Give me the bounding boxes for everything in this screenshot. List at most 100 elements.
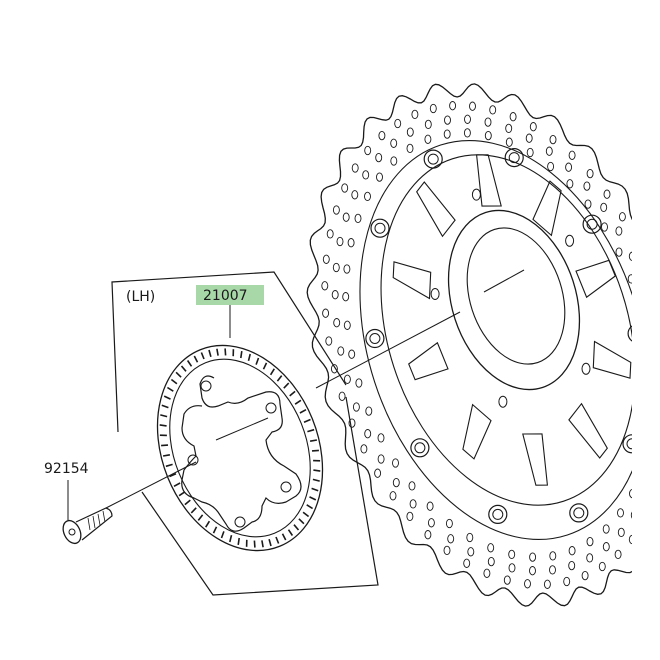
drill-hole [466, 532, 474, 543]
drill-hole [509, 112, 517, 122]
drill-hole [602, 524, 610, 534]
drill-hole [565, 162, 573, 172]
drill-hole [347, 238, 355, 248]
drill-hole [651, 389, 657, 397]
drill-hole [429, 103, 437, 114]
drill-hole [603, 189, 611, 199]
drill-hole [331, 290, 339, 300]
tone-ring-bolt-hole [187, 454, 199, 466]
tone-ring-slot [220, 531, 225, 539]
drill-hole [389, 491, 397, 501]
drill-hole [526, 147, 534, 158]
drill-hole [602, 542, 610, 552]
drill-hole [467, 547, 475, 557]
drill-hole [642, 518, 648, 526]
tone-ring-slot [255, 357, 260, 365]
drill-hole [549, 551, 557, 561]
carrier-spoke-cutout [475, 154, 502, 207]
carrier-spoke-cutout [416, 181, 456, 238]
drill-hole [642, 491, 648, 499]
disc-bobbin-center [374, 222, 386, 234]
drill-hole [406, 511, 414, 522]
drill-hole [337, 346, 345, 356]
drill-hole [343, 374, 351, 384]
drill-hole [341, 183, 349, 193]
brake-disc-drill-holes [321, 101, 657, 589]
brake-disc [306, 83, 657, 607]
carrier-boundary [380, 154, 632, 506]
drill-hole [615, 247, 623, 257]
drill-hole [566, 179, 574, 189]
drill-hole [343, 264, 351, 274]
drill-hole [639, 467, 645, 475]
drill-hole [351, 163, 359, 173]
drill-hole [615, 226, 623, 236]
tone-ring-slot [161, 404, 169, 409]
drill-hole [333, 318, 341, 328]
tone-ring-slot [173, 482, 181, 488]
brake-disc-outer-edge [306, 83, 632, 607]
drill-hole [411, 109, 419, 120]
drill-hole [629, 488, 632, 499]
tone-ring-slot [269, 368, 275, 376]
tone-ring-slot [298, 518, 305, 525]
drill-hole [355, 378, 363, 388]
drill-hole [463, 128, 471, 138]
tone-ring-bolt-hole [200, 380, 212, 392]
drill-hole [627, 274, 632, 284]
disc-bobbin [365, 328, 385, 349]
drill-hole [651, 469, 657, 477]
drill-hole [617, 508, 624, 518]
drill-hole [508, 563, 516, 573]
drill-hole [377, 454, 385, 464]
drill-hole [374, 468, 382, 478]
carrier-spoke-cutout [408, 341, 449, 381]
drill-hole [598, 561, 606, 572]
carrier-spoke-cutout [462, 403, 492, 460]
drill-hole [443, 129, 451, 139]
disc-bobbin [488, 504, 508, 525]
drill-hole [392, 477, 400, 488]
callout-frame: (LH) [111, 271, 379, 596]
drill-hole [641, 279, 647, 287]
tone-ring-slot [268, 538, 272, 547]
disc-bobbin [627, 325, 632, 342]
tone-ring-slot [261, 540, 264, 548]
hub-bolt-hole [430, 288, 440, 300]
drill-hole [394, 118, 402, 129]
drill-hole [330, 364, 338, 374]
drill-hole [583, 181, 591, 191]
drill-hole [524, 579, 531, 589]
bolt-shank [75, 507, 113, 541]
part-number-92154: 92154 [44, 461, 89, 477]
drill-hole [408, 481, 416, 491]
bolt-92154: 92154 [44, 461, 113, 545]
drill-hole [378, 130, 386, 141]
carrier-spoke-cutout [568, 402, 608, 459]
drill-hole [638, 303, 644, 311]
disc-bobbin [582, 214, 602, 234]
drill-hole [351, 190, 359, 200]
drill-hole [529, 552, 537, 562]
drill-hole [547, 161, 555, 172]
tone-ring-slot [190, 507, 197, 514]
drill-hole [628, 534, 632, 545]
drill-hole [375, 152, 383, 163]
drill-hole [601, 222, 608, 232]
tone-ring-bolt-hole [280, 481, 292, 493]
tone-ring-slot [306, 504, 314, 510]
tone-ring-slot [184, 499, 191, 506]
drill-hole [332, 262, 340, 273]
drill-hole [463, 558, 471, 568]
drill-hole [362, 170, 370, 180]
tone-ring-slot [175, 371, 182, 378]
drill-hole [424, 119, 432, 130]
drill-hole [443, 545, 451, 556]
drill-hole [543, 579, 551, 589]
tone-ring-bolt-hole [265, 402, 277, 414]
bolt-head [62, 519, 82, 545]
drill-hole [508, 549, 516, 560]
drill-hole [633, 237, 639, 245]
tone-ring-slot [281, 533, 287, 541]
drill-hole [332, 205, 340, 215]
